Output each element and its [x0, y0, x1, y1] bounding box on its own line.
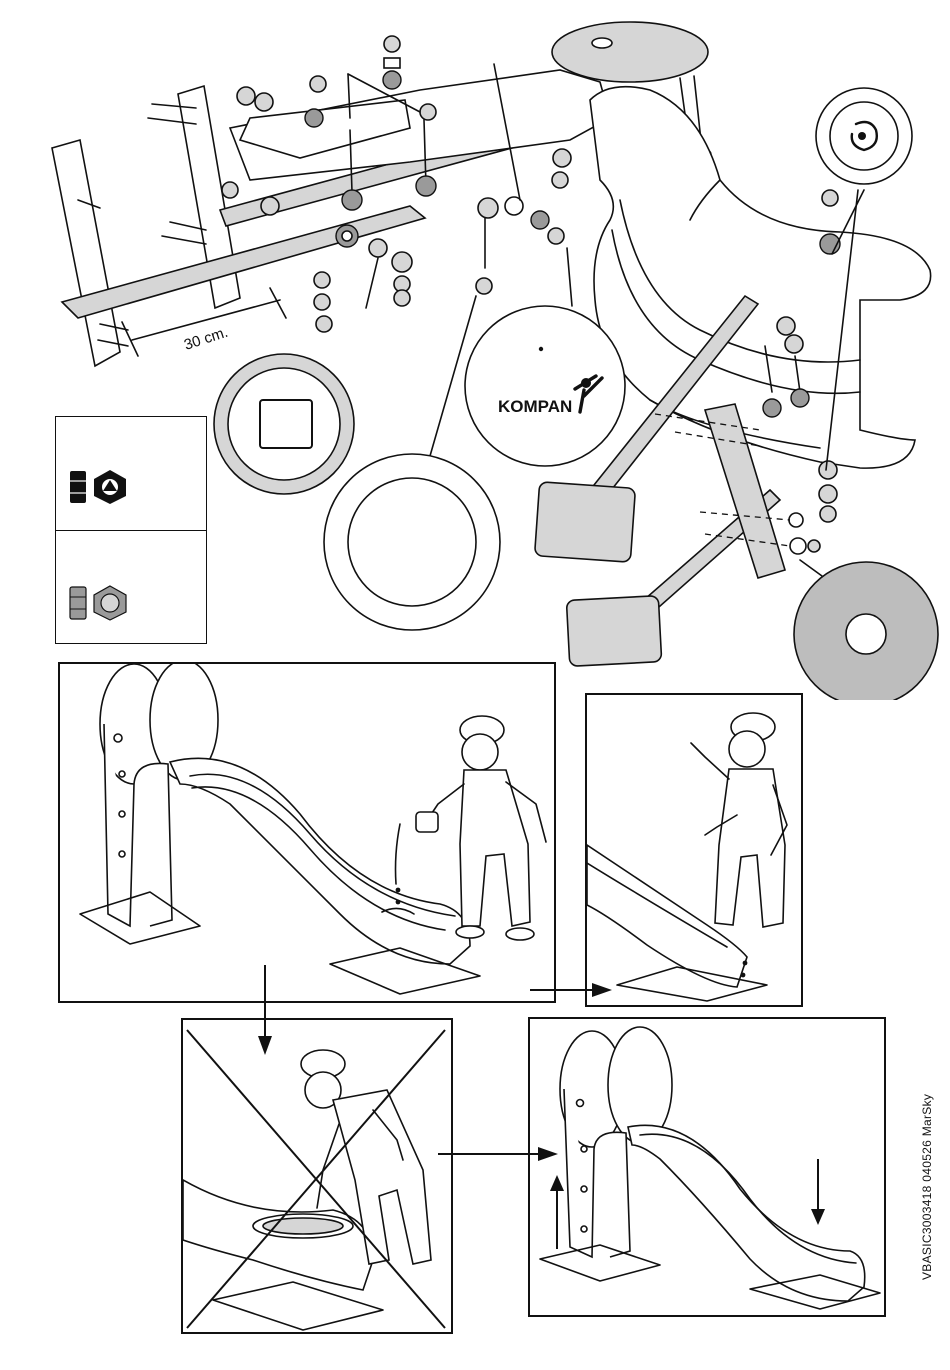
hex-nut-icon — [66, 583, 130, 623]
water-drains-illustration — [587, 695, 801, 1005]
detail-logo-cap: KOMPAN — [465, 306, 625, 466]
arrow-up-icon — [550, 1175, 564, 1249]
step-panel-adjust-height — [528, 1017, 886, 1317]
step-panel-water-drains — [585, 693, 803, 1007]
step-panel-pour-water — [58, 662, 556, 1003]
detail-washer — [794, 562, 938, 700]
pour-water-illustration — [60, 664, 554, 1001]
left-post-front — [52, 140, 120, 366]
arrow-down-icon — [811, 1159, 825, 1225]
detail-cap-insert — [816, 88, 912, 184]
dimension-label: 30 cm. — [182, 324, 230, 354]
detail-ring — [324, 454, 500, 630]
detail-square-hole — [214, 354, 354, 494]
pooling-water-illustration — [183, 1020, 451, 1332]
lock-nut-icon — [66, 467, 130, 507]
document-code: VBASIC3003418 040526 MarSky — [920, 1094, 934, 1280]
worker-figure-happy — [691, 713, 787, 927]
nut-legend-box — [55, 416, 207, 644]
adjust-height-illustration — [530, 1019, 884, 1315]
step-panel-pooling-wrong — [181, 1018, 453, 1334]
logo-text: KOMPAN — [498, 397, 572, 416]
